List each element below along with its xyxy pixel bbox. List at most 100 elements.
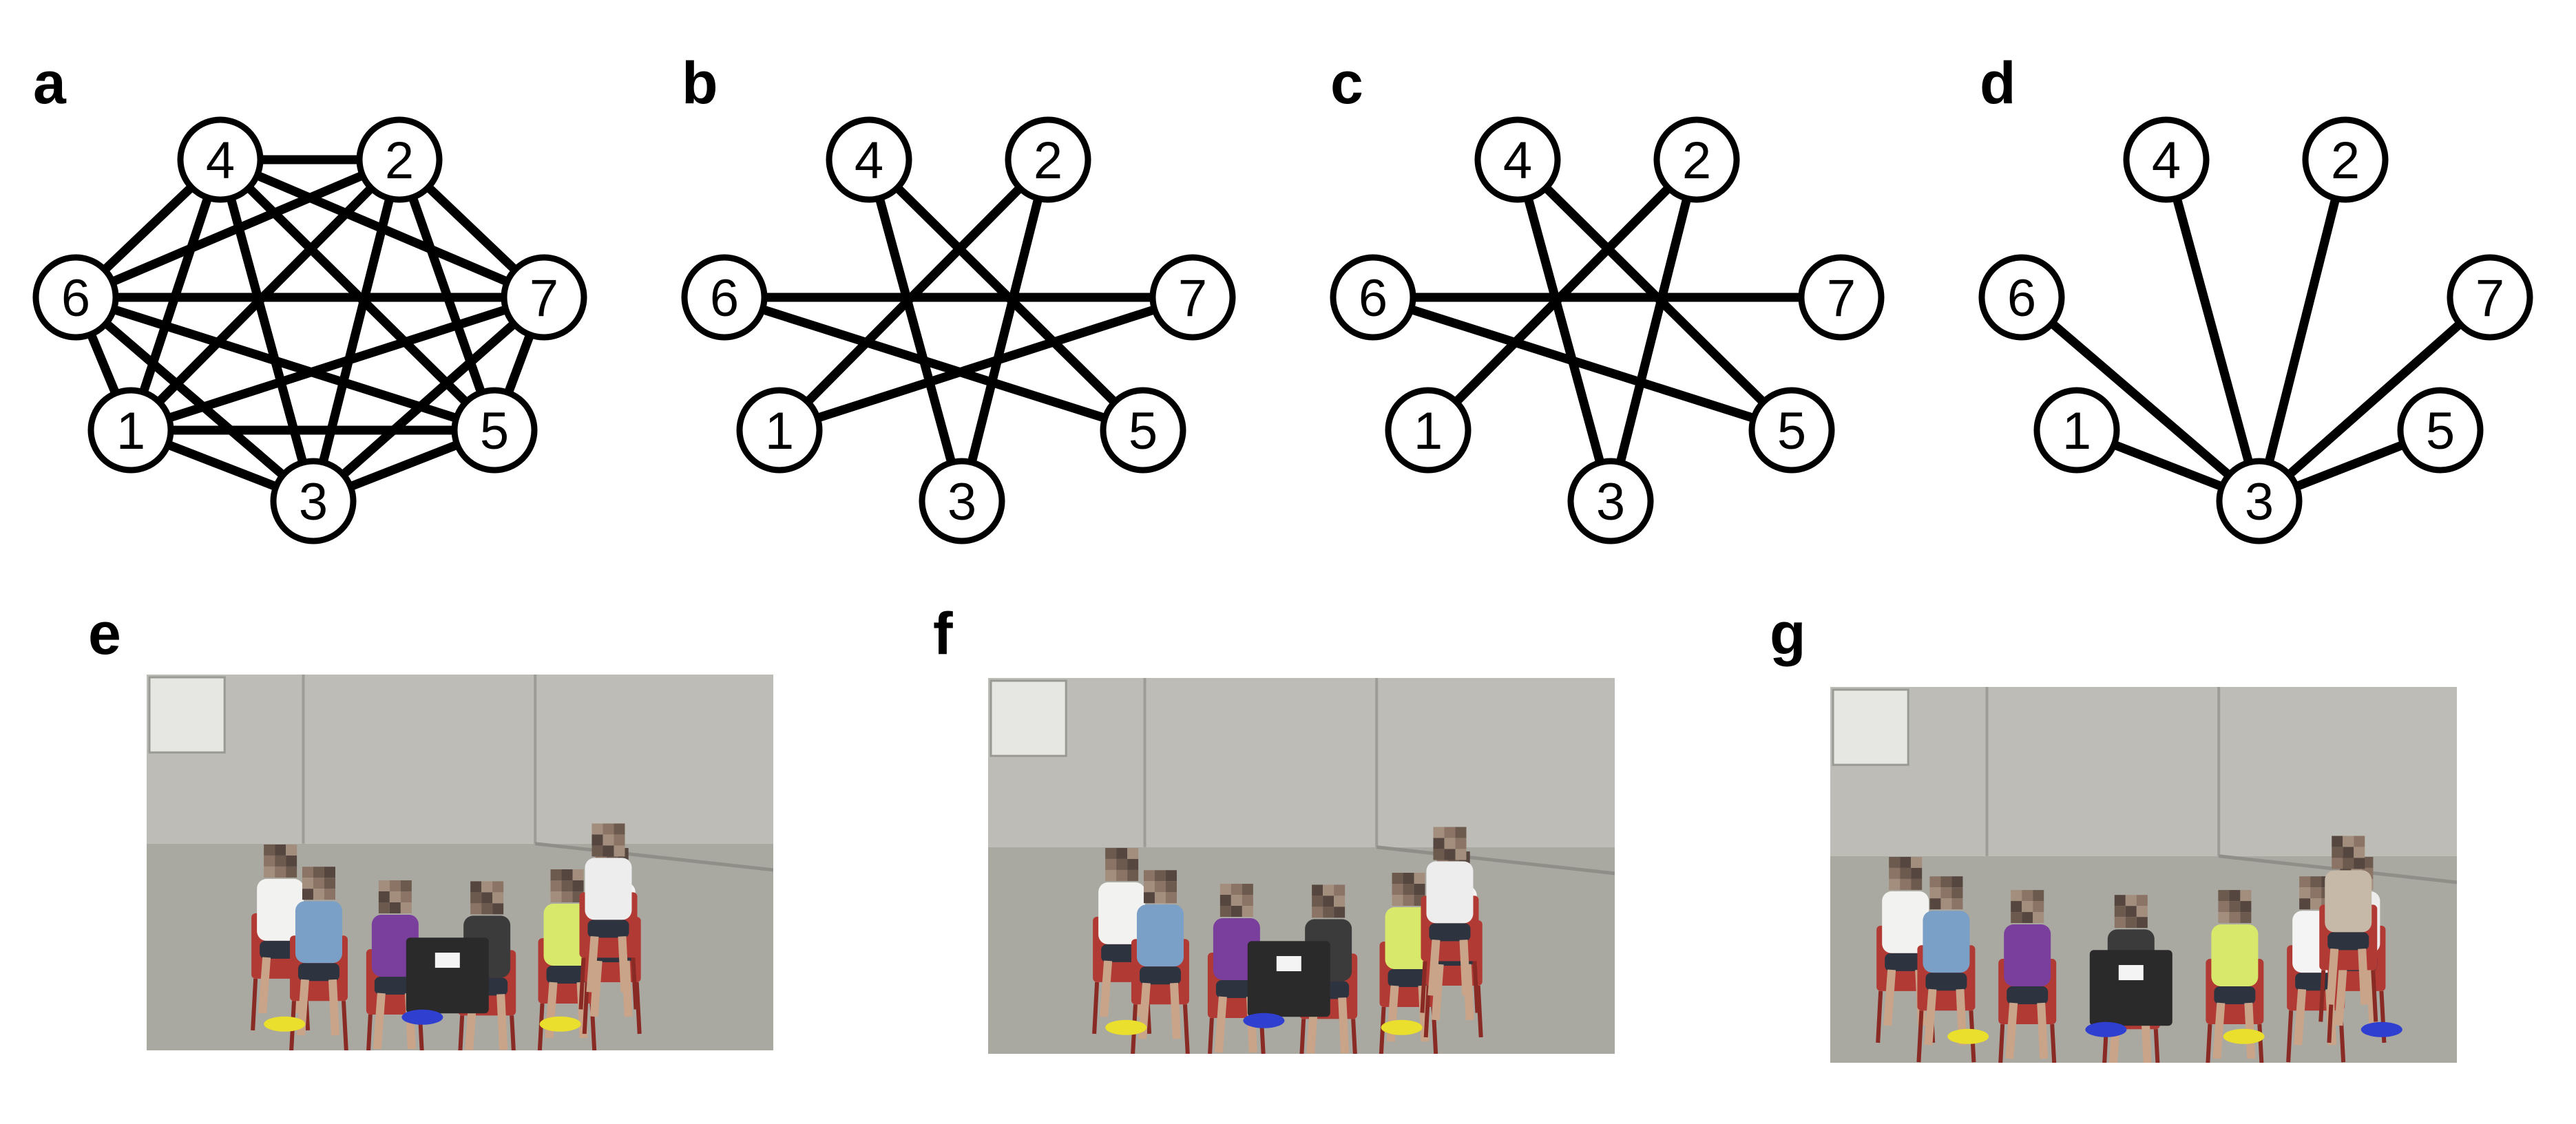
node-circle (1798, 254, 1885, 341)
node-circle (919, 458, 1005, 544)
photo-panel-e (147, 675, 773, 1050)
node-circle (1330, 254, 1416, 341)
panel-letter-c: c (1330, 50, 1363, 116)
seated-person (289, 867, 348, 1050)
node-label: 3 (299, 473, 328, 531)
floor-cone (1947, 1028, 1989, 1044)
edge-3-6 (2018, 294, 2263, 505)
edge-3-2 (2254, 158, 2350, 502)
node-label: 4 (2152, 131, 2181, 190)
seated-person (2206, 890, 2264, 1063)
node-5: 5 (1100, 387, 1186, 474)
node-label: 4 (206, 131, 235, 190)
floor-cone (401, 1009, 443, 1025)
front-chair (1247, 941, 1330, 1017)
node-5: 5 (451, 387, 538, 474)
node-label: 1 (765, 402, 794, 460)
node-label: 5 (480, 402, 509, 460)
wall (147, 675, 773, 844)
node-circle (1100, 387, 1186, 474)
node-circle (1149, 254, 1236, 341)
node-7: 7 (2447, 254, 2533, 341)
node-circle (736, 387, 823, 474)
node-label: 3 (1596, 473, 1625, 531)
panel-letter-g: g (1770, 601, 1806, 667)
node-6: 6 (32, 254, 119, 341)
edge-2-3 (1606, 158, 1701, 502)
node-circle (2123, 116, 2210, 203)
node-5: 5 (2397, 387, 2484, 474)
node-circle (1748, 387, 1835, 474)
node-4: 4 (2123, 116, 2210, 203)
node-3: 3 (1567, 458, 1654, 544)
node-label: 7 (1178, 269, 1207, 328)
floor-cone (2223, 1028, 2265, 1044)
edge-4-3 (864, 158, 967, 502)
node-circle (2397, 387, 2484, 474)
node-circle (270, 458, 357, 544)
node-4: 4 (177, 116, 264, 203)
edge-1-7 (778, 293, 1194, 435)
node-label: 6 (1359, 269, 1388, 328)
seated-person (1420, 827, 1480, 1013)
panel-letter-f: f (933, 601, 953, 667)
node-circle (2302, 116, 2389, 203)
photo-panel-f (988, 678, 1615, 1054)
floor-cone (539, 1016, 581, 1032)
panel-letter-d: d (1980, 50, 2016, 116)
node-circle (177, 116, 264, 203)
node-circle (1005, 116, 1091, 203)
node-circle (2216, 458, 2303, 544)
node-label: 7 (2475, 269, 2504, 328)
node-6: 6 (1330, 254, 1416, 341)
node-circle (451, 387, 538, 474)
node-label: 7 (530, 269, 558, 328)
node-circle (87, 387, 174, 474)
node-1: 1 (87, 387, 174, 474)
node-label: 7 (1827, 269, 1856, 328)
floor-cone (2360, 1021, 2402, 1037)
front-chair (2089, 950, 2172, 1026)
floor-cone (1243, 1012, 1285, 1028)
node-circle (356, 116, 443, 203)
edge-7-1 (129, 293, 545, 435)
edge-7-3 (310, 294, 547, 505)
node-label: 1 (1414, 402, 1443, 460)
panel-letter-b: b (682, 50, 718, 116)
node-label: 2 (1682, 131, 1711, 190)
node-circle (32, 254, 119, 341)
edge-2-3 (308, 158, 404, 502)
seated-person (1998, 890, 2057, 1063)
node-6: 6 (681, 254, 768, 341)
node-circle (681, 254, 768, 341)
edge-6-3 (72, 294, 317, 505)
floor-cone (1381, 1019, 1423, 1035)
edge-6-5 (723, 293, 1144, 435)
edge-3-4 (2161, 158, 2264, 502)
node-label: 6 (2007, 269, 2036, 328)
node-circle (1474, 116, 1561, 203)
node-circle (1567, 458, 1654, 544)
node-4: 4 (826, 116, 912, 203)
panel-letter-a: a (33, 50, 67, 116)
node-circle (826, 116, 912, 203)
edge-2-3 (957, 158, 1053, 502)
node-1: 1 (2033, 387, 2120, 474)
node-2: 2 (1653, 116, 1740, 203)
node-2: 2 (356, 116, 443, 203)
node-7: 7 (1798, 254, 1885, 341)
node-7: 7 (1149, 254, 1236, 341)
edge-3-7 (2256, 294, 2493, 505)
node-label: 6 (61, 269, 90, 328)
node-circle (1385, 387, 1472, 474)
node-label: 5 (1129, 402, 1158, 460)
node-3: 3 (270, 458, 357, 544)
wall (1830, 687, 2457, 856)
seated-person (1916, 876, 1976, 1063)
node-circle (2447, 254, 2533, 341)
edge-4-3 (1513, 158, 1615, 502)
node-3: 3 (919, 458, 1005, 544)
